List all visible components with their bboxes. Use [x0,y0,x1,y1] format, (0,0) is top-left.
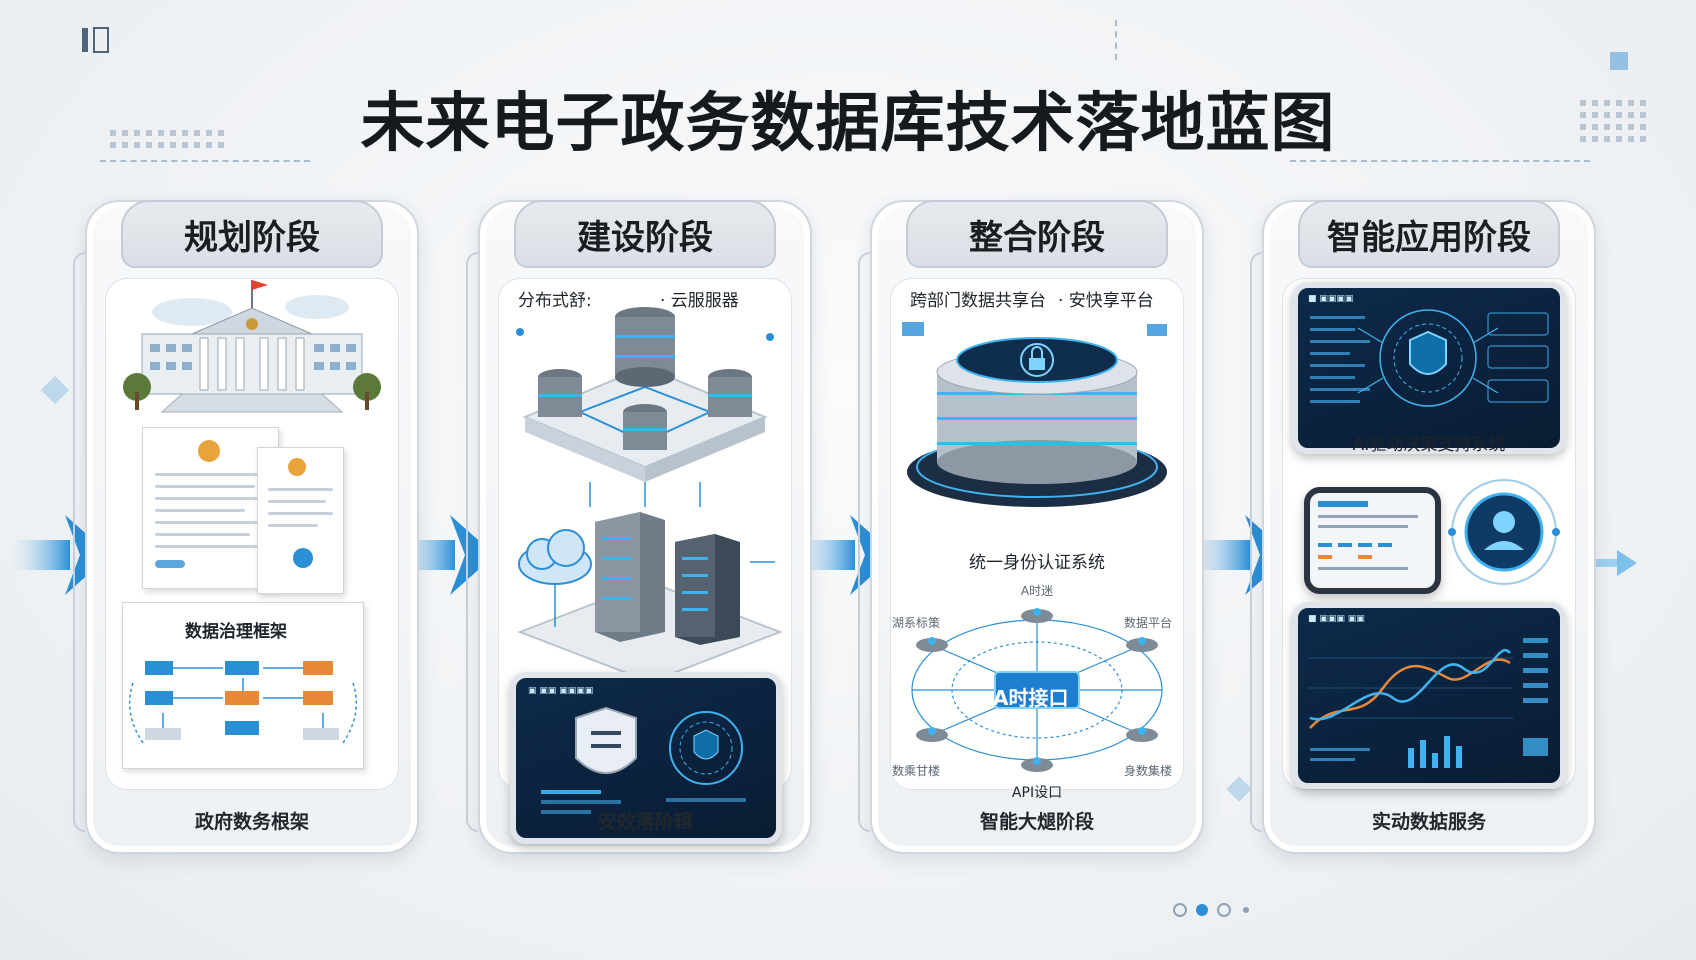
stage-intelligent-application: 智能应用阶段 ■ ▣▣▣▣ AI驱动决策支持系统 [1250,200,1596,854]
cloud-server-label: · 云服服器 [660,291,739,311]
data-sharing-label: 跨部门数据共享台 [910,291,1046,311]
api-center-label: A时接口 [993,686,1069,710]
identity-system-label: 统一身份认证系统 [969,553,1105,573]
decor-line [1115,20,1117,60]
pager-dots [1173,903,1249,917]
flowchart-icon: 数据治理框架 [122,602,364,769]
framework-label: 数据治理框架 [185,622,287,642]
decor-line [1290,160,1590,162]
database-stack-icon [902,322,1167,507]
server-cluster-icon [516,307,774,507]
network-title: A时迷 [1020,584,1054,598]
lock-icon [1029,346,1045,370]
stage-construction: 建设阶段 分布式舒: · 云服服器 [466,200,812,854]
stage-footer: 安效落阶辑 [597,811,693,833]
decor-line [100,160,310,162]
document-page [257,447,344,594]
user-profile-icon [1448,479,1560,585]
rack-server-icon [517,512,783,684]
document-stack-icon [142,427,279,589]
stage-footer: 政府数务根架 [194,811,309,833]
cloud-icon [518,529,592,585]
page-title: 未来电子政务数据库技术落地蓝图 [360,87,1336,161]
stage-title: 智能应用阶段 [1298,200,1560,268]
security-dashboard-icon: ▣ ▣▣ ▣▣▣▣ [510,672,782,844]
api-bottom-label: API设口 [1011,785,1063,801]
secure-platform-label: · 安快享平台 [1058,291,1154,311]
distributed-label: 分布式舒: [518,291,592,311]
tablet-dashboard-icon [1304,487,1441,594]
node-label: 数乘甘楼 [892,764,941,778]
government-building-icon [123,280,381,413]
stage-planning: 规划阶段 [73,200,419,854]
decor-bracket-icon [82,27,109,53]
decor-dots [110,130,224,148]
node-label: 身数集楼 [1124,764,1173,778]
stage-footer: 智能大煺阶段 [979,811,1094,833]
stage-title: 建设阶段 [514,200,776,268]
ai-system-label: AI驱动决策支持系统 [1352,435,1506,455]
stage-title: 规划阶段 [121,200,383,268]
stage-integration: 整合阶段 跨部门数据共享台 · 安快享平台 统一身份认证系统 A时迷 [858,200,1204,854]
shield-dashboard-icon: ■ ▣▣▣▣ [1292,282,1566,454]
node-label: 数据平台 [1124,616,1173,630]
node-label: 湖系标策 [892,616,941,630]
stage-title: 整合阶段 [906,200,1168,268]
decor-square [1610,52,1628,70]
stage-footer: 实动数掂服务 [1371,811,1486,833]
analytics-chart-icon: ■ ▣▣▣ ▣▣ [1292,602,1566,789]
decor-dots [1580,100,1646,142]
flow-arrow-end-icon [1595,550,1637,576]
api-network-icon [911,608,1163,772]
